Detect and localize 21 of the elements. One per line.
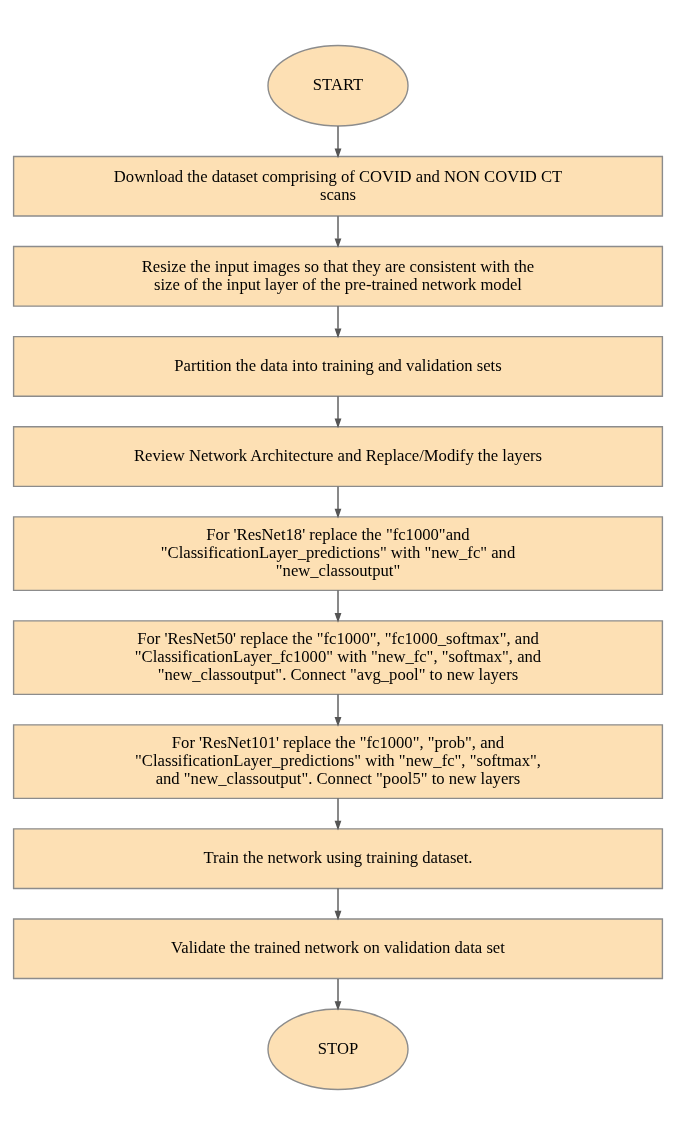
node-box: Validate the trained network on validation data set [12,918,664,980]
node-box: Resize the input images so that they are consistent with the size of the input layer of the pre-trained network model [12,245,664,307]
arrow [334,486,342,519]
arrow [334,589,342,623]
node-box: Train the network using training dataset. [12,828,664,890]
arrow [334,887,342,921]
node-box: For 'ResNet50' replace the "fc1000", "fc1000_softmax", and "ClassificationLayer_fc1000" with "new_fc", "softmax", and "new_classoutput". Connect "avg_pool" to new layers [12,620,664,696]
arrow [334,215,342,249]
arrow [334,797,342,831]
node-box: Partition the data into training and validation sets [12,336,664,397]
node-box: Download the dataset comprising of COVID and NON COVID CT scans [12,155,664,217]
node-ellipse: STOP [267,1008,409,1091]
arrow [334,395,342,429]
arrow [334,305,342,339]
arrow [334,693,342,727]
arrow [334,978,342,1011]
node-ellipse: START [267,44,409,127]
node-box: Review Network Architecture and Replace/Modify the layers [12,426,664,488]
node-box: For 'ResNet18' replace the "fc1000"and "ClassificationLayer_predictions" with "new_fc" and "new_classoutput" [12,516,664,592]
arrow [334,125,342,159]
node-box: For 'ResNet101' replace the "fc1000", "prob", and "ClassificationLayer_predictions" with "new_fc", "softmax", and "new_classoutput". Connect "pool5" to new layers [12,724,664,799]
